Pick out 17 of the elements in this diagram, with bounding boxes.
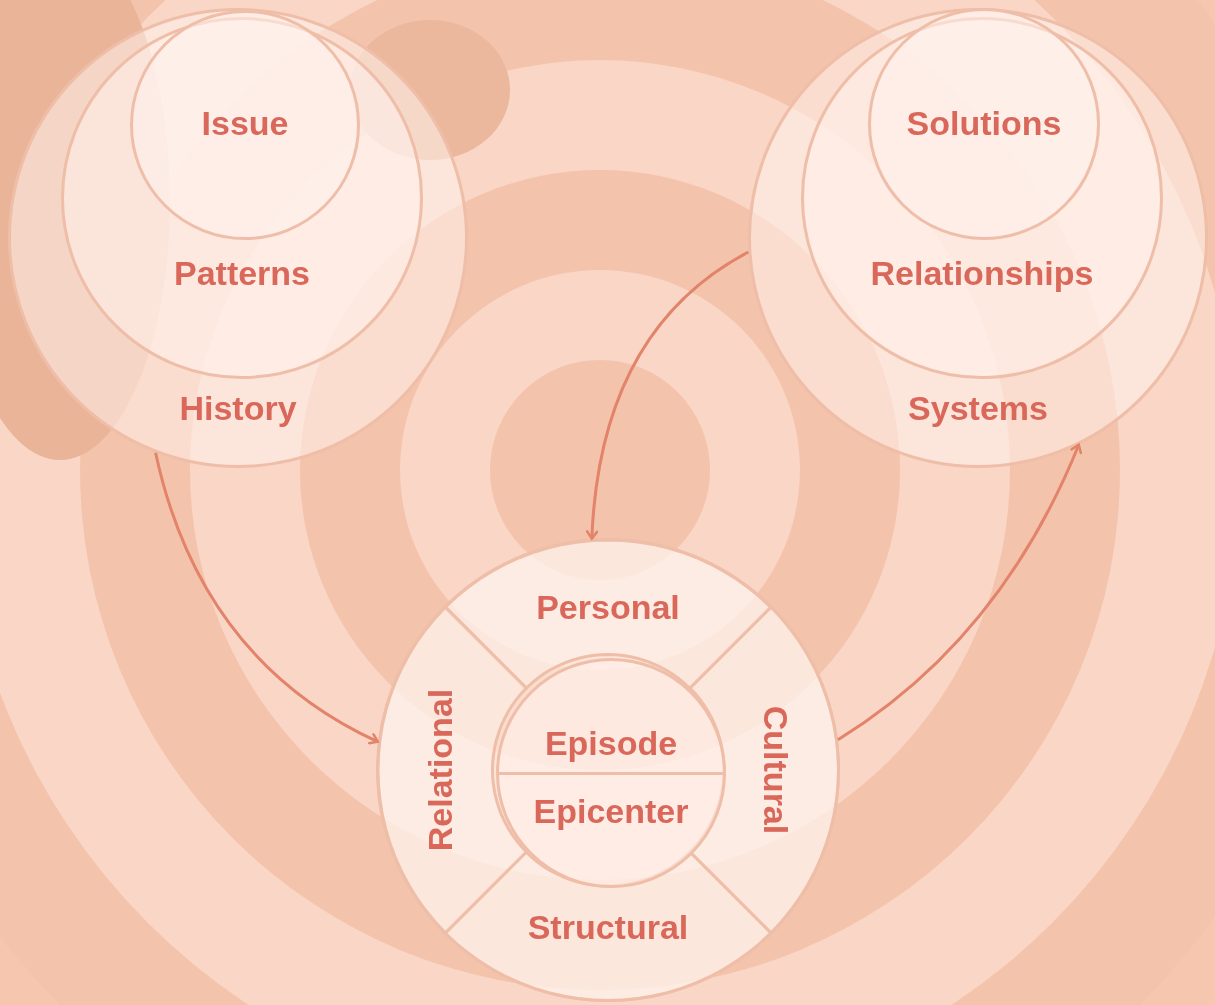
circle-label: Systems: [908, 391, 1048, 425]
ring-segment: [377, 607, 526, 933]
circle-label: Structural: [527, 910, 689, 944]
circle-label: History: [179, 391, 297, 425]
circle-label: Personal: [536, 590, 680, 624]
circle-label: Cultural: [759, 705, 793, 835]
arrow: [586, 250, 750, 540]
arrow: [154, 452, 379, 745]
circle-label: Patterns: [173, 256, 311, 290]
circle-label: Epicenter: [533, 794, 689, 828]
ring-segment: [690, 607, 839, 933]
circle-label: Issue: [201, 106, 289, 140]
circle-label: Episode: [544, 726, 678, 760]
arrow: [837, 443, 1082, 741]
circle-label: Solutions: [906, 106, 1062, 140]
circle-label: Relationships: [870, 256, 1094, 290]
circle-label: Relational: [423, 688, 457, 852]
